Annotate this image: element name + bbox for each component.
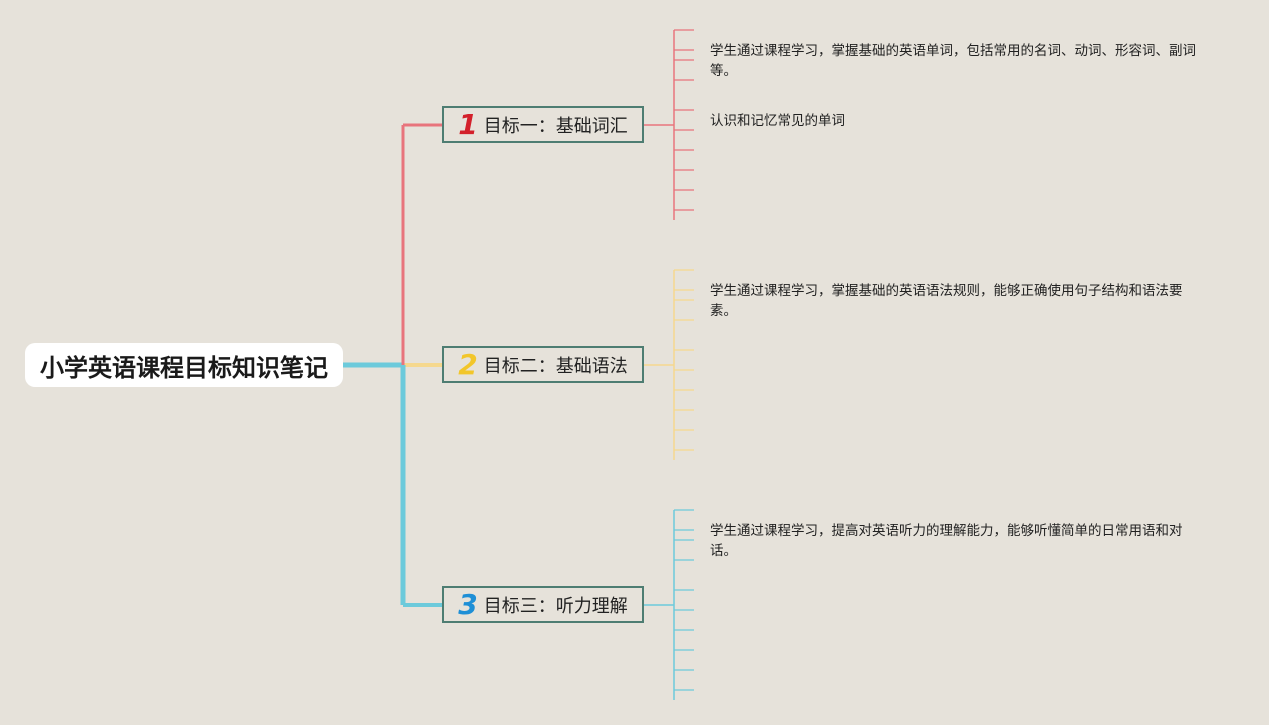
goal-3-node[interactable]: 3 目标三：听力理解 [442, 586, 644, 623]
goal-2-note-1[interactable]: 学生通过课程学习，掌握基础的英语语法规则，能够正确使用句子结构和语法要素。 [710, 283, 1183, 319]
goal-3-number: 3 [458, 587, 478, 621]
goal-1-note-2[interactable]: 认识和记忆常见的单词 [710, 113, 845, 129]
root-topic[interactable]: 小学英语课程目标知识笔记 [25, 343, 343, 387]
goal-2-label: 目标二：基础语法 [483, 355, 628, 377]
root-topic-label: 小学英语课程目标知识笔记 [40, 353, 328, 382]
goal-3-label: 目标三：听力理解 [483, 595, 628, 617]
goal-1-node[interactable]: 1 目标一：基础词汇 [442, 106, 644, 143]
goal-2-node[interactable]: 2 目标二：基础语法 [442, 346, 644, 383]
goal-1-number: 1 [458, 107, 478, 141]
goal-1-label: 目标一：基础词汇 [483, 115, 628, 137]
goal-2-number: 2 [458, 347, 478, 381]
goal-3-note-1[interactable]: 学生通过课程学习，提高对英语听力的理解能力，能够听懂简单的日常用语和对话。 [710, 523, 1183, 559]
goal-1-note-1[interactable]: 学生通过课程学习，掌握基础的英语单词，包括常用的名词、动词、形容词、副词等。 [710, 43, 1196, 79]
